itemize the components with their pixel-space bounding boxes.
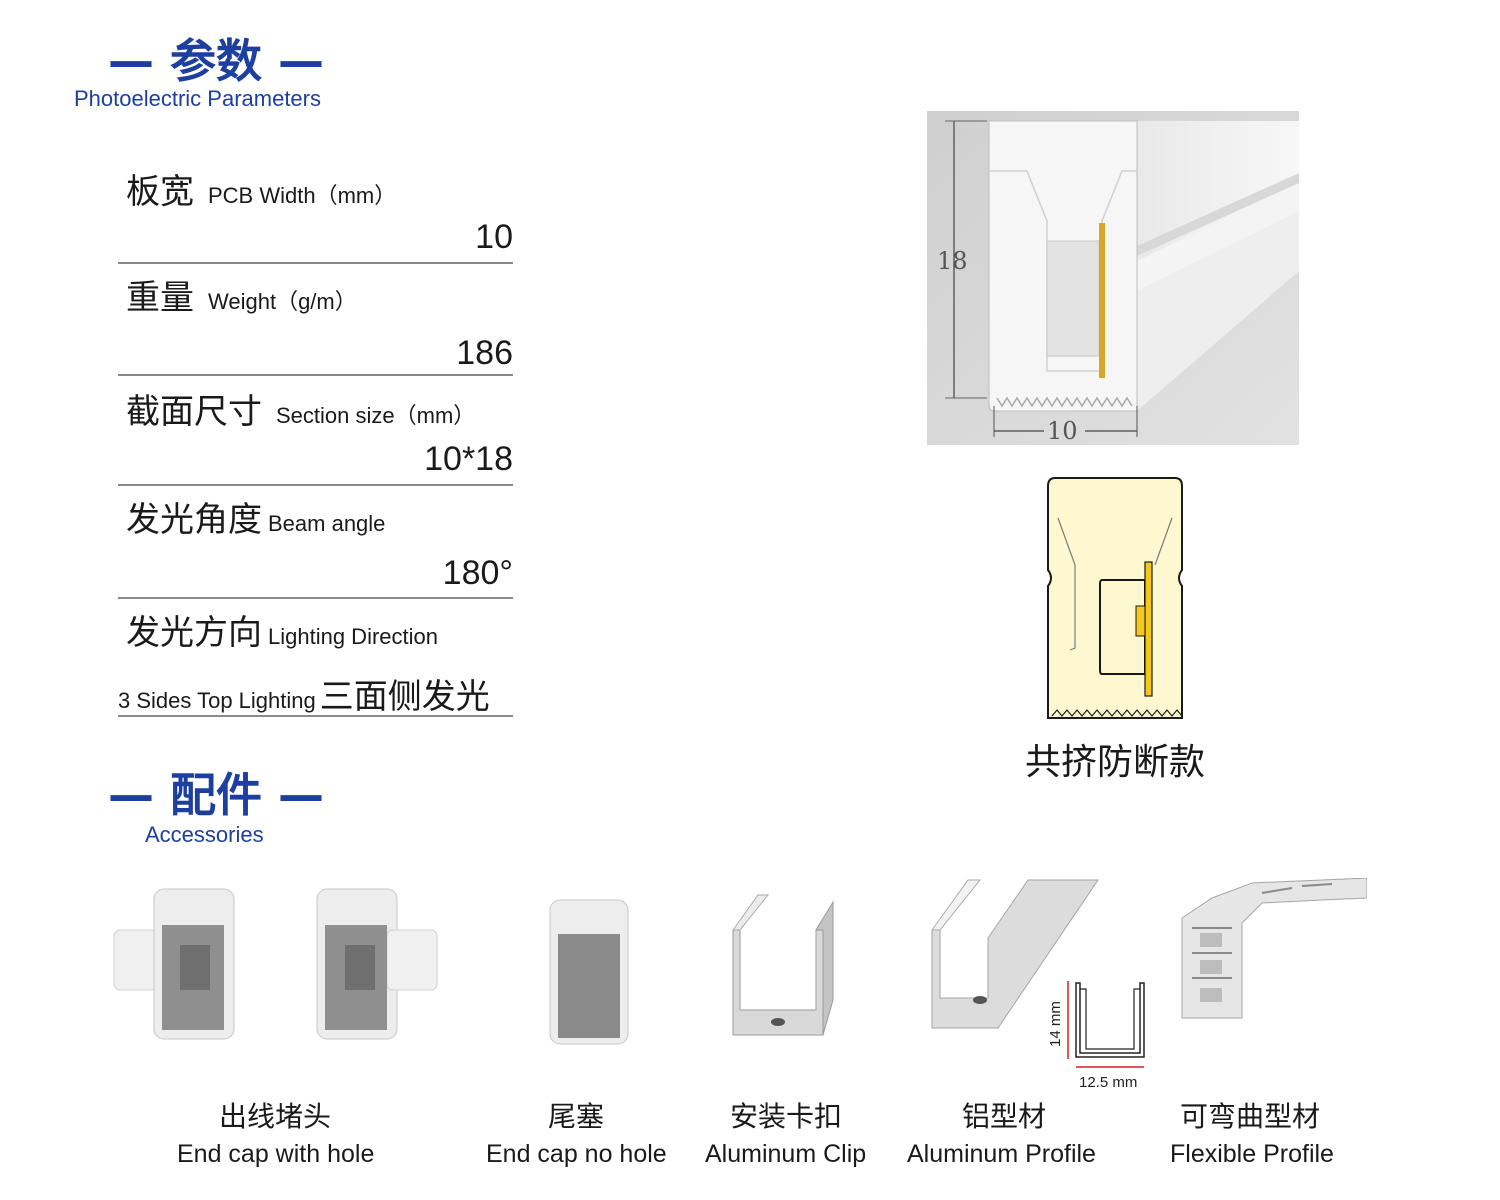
- param-label-zh: 截面尺寸: [126, 392, 262, 432]
- accessory-label-en: Aluminum Clip: [705, 1140, 867, 1168]
- accessory-label-en: End cap no hole: [486, 1140, 667, 1168]
- width-dimension-label: 10: [1047, 417, 1078, 445]
- params-section-subtitle: Photoelectric Parameters: [74, 86, 321, 111]
- param-label-en: Section size（mm）: [276, 403, 476, 428]
- param-value: 180°: [442, 554, 513, 592]
- accessories-section-subtitle: Accessories: [145, 822, 264, 847]
- cross-section-diagram: [1047, 477, 1183, 719]
- param-value-zh: 三面侧发光: [319, 677, 490, 717]
- param-value-en: 3 Sides Top Lighting: [118, 688, 316, 713]
- accessory-label-en: End cap with hole: [177, 1140, 375, 1168]
- accessory-label-zh: 可弯曲型材: [1180, 1100, 1321, 1133]
- param-label-en: Weight（g/m）: [208, 289, 357, 314]
- param-label-en: PCB Width（mm）: [208, 183, 397, 208]
- param-value: 10*18: [424, 440, 513, 478]
- params-section-title: — 参数 —: [108, 34, 325, 88]
- param-weight: 重量 Weight（g/m） 186: [118, 264, 513, 376]
- height-dimension-label: 18: [937, 247, 968, 275]
- cross-section-caption: 共挤防断款: [1025, 742, 1206, 783]
- flexible-profile-image: [1181, 878, 1367, 1019]
- profile-height-label: 14 mm: [1047, 1001, 1064, 1047]
- accessory-label-zh: 尾塞: [548, 1100, 605, 1133]
- end-cap-no-hole-image: [549, 899, 629, 1045]
- param-label-zh: 发光角度: [126, 500, 262, 540]
- accessory-label-zh: 安装卡扣: [730, 1100, 843, 1133]
- accessory-label-zh: 铝型材: [962, 1100, 1047, 1133]
- param-label-en: Lighting Direction: [268, 624, 438, 649]
- param-value: 186: [456, 334, 513, 372]
- product-render-image: 18 10: [927, 111, 1299, 445]
- param-section-size: 截面尺寸 Section size（mm） 10*18: [118, 376, 513, 486]
- param-pcb-width: 板宽 PCB Width（mm） 10: [118, 160, 513, 264]
- end-cap-with-hole-image: [113, 888, 438, 1040]
- accessories-section-title: — 配件 —: [108, 768, 325, 822]
- param-label-zh: 重量: [126, 278, 194, 318]
- accessory-label-en: Aluminum Profile: [907, 1140, 1096, 1168]
- param-label-zh: 发光方向: [126, 613, 262, 653]
- aluminum-profile-image: [931, 879, 1099, 1029]
- param-value: 10: [475, 218, 513, 256]
- aluminum-clip-image: [732, 894, 834, 1036]
- param-label-zh: 板宽: [126, 172, 194, 212]
- accessory-label-zh: 出线堵头: [219, 1100, 332, 1133]
- profile-width-label: 12.5 mm: [1079, 1074, 1137, 1091]
- accessory-label-en: Flexible Profile: [1170, 1140, 1334, 1168]
- param-label-en: Beam angle: [268, 511, 386, 536]
- profile-dimension-diagram: 14 mm 12.5 mm: [1047, 981, 1145, 1091]
